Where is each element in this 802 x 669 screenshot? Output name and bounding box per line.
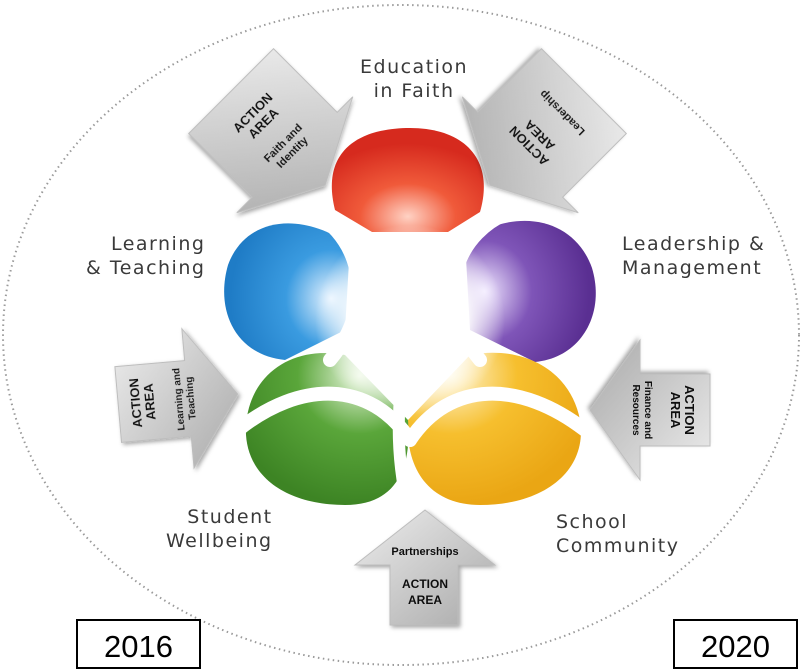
area-label-line: in Faith (373, 80, 455, 102)
action-area-label: Learning and (171, 367, 187, 431)
area-label-line: Education (360, 56, 469, 78)
action-area-heading: AREA (408, 593, 442, 607)
action-area-faith-arrow: ACTION AREA Faith and Identity (187, 47, 354, 214)
end-year-box: 2020 (673, 619, 798, 669)
action-area-heading: ACTION (682, 385, 697, 435)
area-label-line: Student (187, 506, 273, 528)
action-area-label: Resources (630, 384, 641, 436)
action-area-label: Partnerships (391, 546, 458, 558)
area-label-line: Management (622, 257, 763, 279)
outer-dotted-ellipse (2, 4, 800, 666)
action-area-heading: ACTION (126, 378, 145, 429)
action-area-heading: AREA (668, 392, 683, 429)
area-label-line: Leadership & (622, 233, 766, 255)
area-label-education: Education in Faith (360, 55, 468, 103)
flower-center (315, 225, 505, 415)
area-label-learning: Learning & Teaching (86, 232, 205, 280)
area-label-leadership: Leadership & Management (622, 232, 765, 280)
area-label-line: Wellbeing (166, 530, 273, 552)
start-year-box: 2016 (76, 619, 201, 669)
area-label-wellbeing: Student Wellbeing (166, 505, 273, 553)
area-label-line: School (556, 511, 629, 533)
area-label-community: School Community (556, 510, 679, 558)
action-area-leadership-arrow: ACTION AREA Leadership (461, 47, 628, 214)
action-area-learning-arrow: ACTION AREA Learning and Teaching (114, 327, 239, 470)
area-label-line: & Teaching (86, 257, 206, 279)
action-area-heading: ACTION (402, 577, 448, 591)
action-area-finance-arrow: ACTION AREA Finance and Resources (589, 338, 711, 482)
action-area-label: Teaching (184, 376, 199, 420)
area-label-line: Learning (110, 233, 206, 255)
area-label-line: Community (556, 535, 680, 557)
petal-education (331, 128, 484, 232)
flower-graphic (224, 128, 596, 521)
action-area-partnerships-arrow: Partnerships ACTION AREA (353, 509, 497, 626)
action-area-label: Finance and (642, 381, 653, 439)
action-area-heading: AREA (140, 382, 158, 421)
